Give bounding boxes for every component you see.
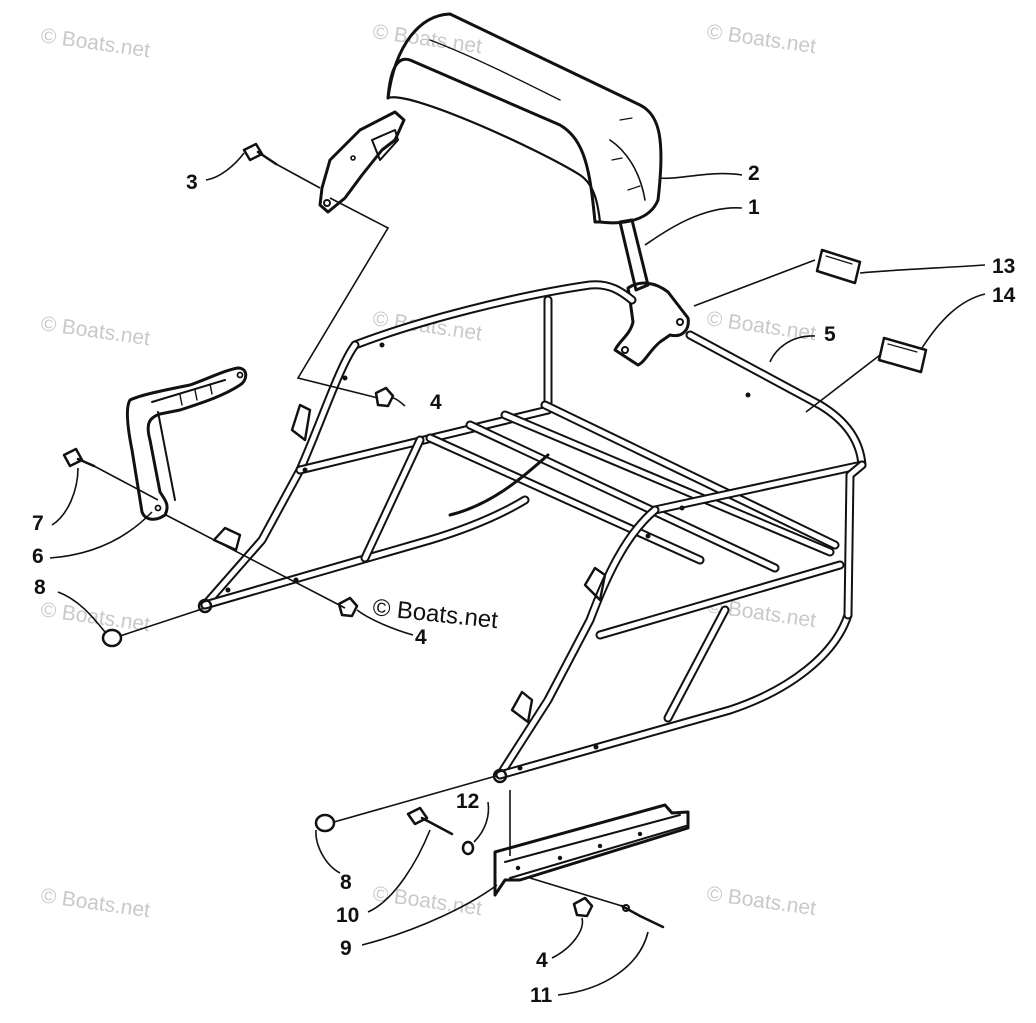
hinge-plate bbox=[493, 803, 690, 897]
callout-9: 9 bbox=[340, 937, 352, 960]
watermark: © Boats.net bbox=[705, 307, 817, 345]
backrest-left-bracket bbox=[318, 110, 406, 214]
callout-13: 13 bbox=[992, 255, 1015, 278]
callout-7: 7 bbox=[32, 512, 44, 535]
callout-4: 4 bbox=[430, 391, 442, 414]
callout-11: 11 bbox=[530, 984, 553, 1007]
callout-4: 4 bbox=[536, 949, 548, 972]
decals bbox=[815, 248, 928, 374]
watermark: © Boats.net bbox=[371, 20, 483, 58]
rack-frame bbox=[197, 280, 867, 784]
callout-12: 12 bbox=[456, 790, 479, 813]
callout-6: 6 bbox=[32, 545, 44, 568]
watermark: © Boats.net bbox=[39, 24, 151, 62]
grab-handle bbox=[125, 366, 248, 521]
backrest-post bbox=[613, 218, 690, 367]
watermark: © Boats.net bbox=[705, 882, 817, 920]
callout-8: 8 bbox=[34, 576, 46, 599]
watermark: © Boats.net bbox=[39, 884, 151, 922]
watermark: © Boats.net bbox=[39, 312, 151, 350]
backrest-pad bbox=[386, 12, 663, 225]
callout-1: 1 bbox=[748, 196, 760, 219]
callout-4: 4 bbox=[415, 626, 427, 649]
hardware bbox=[62, 142, 665, 929]
callout-labels: 1 2 3 4 5 13 14 7 6 8 4 12 8 10 9 4 11 bbox=[32, 162, 1016, 1007]
watermark: © Boats.net bbox=[705, 20, 817, 58]
callout-14: 14 bbox=[992, 284, 1016, 307]
callout-5: 5 bbox=[824, 323, 836, 346]
callout-3: 3 bbox=[186, 171, 198, 194]
leader-lines bbox=[93, 163, 881, 907]
callout-10: 10 bbox=[336, 904, 359, 927]
callout-leaders bbox=[49, 152, 986, 996]
callout-8: 8 bbox=[340, 871, 352, 894]
watermark: © Boats.net bbox=[371, 882, 483, 920]
callout-2: 2 bbox=[748, 162, 760, 185]
